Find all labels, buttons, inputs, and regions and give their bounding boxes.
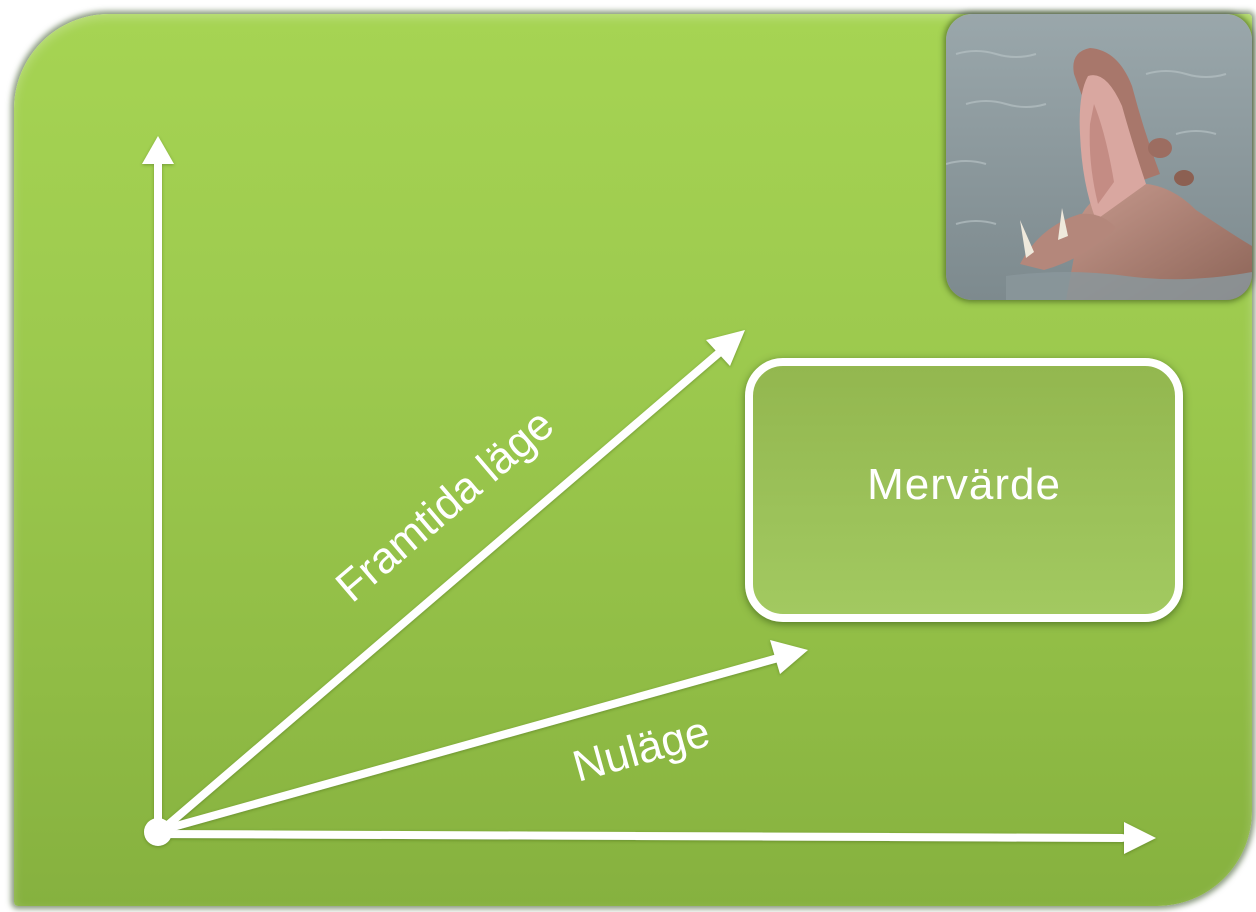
x-axis-arrowhead bbox=[1124, 822, 1156, 854]
value-added-box: Mervärde bbox=[745, 358, 1183, 622]
current-vector-line bbox=[158, 654, 782, 834]
x-axis-line bbox=[154, 830, 1126, 842]
y-axis-arrowhead bbox=[142, 136, 174, 164]
value-added-label: Mervärde bbox=[867, 460, 1061, 509]
future-label: Framtida läge bbox=[327, 400, 563, 612]
current-label: Nuläge bbox=[568, 707, 715, 792]
future-vector-arrowhead bbox=[706, 330, 745, 366]
hippo-icon bbox=[946, 14, 1252, 300]
origin-dot bbox=[144, 818, 172, 846]
future-vector-line bbox=[158, 348, 724, 834]
hippo-photo bbox=[946, 14, 1252, 300]
current-vector-arrowhead bbox=[770, 640, 808, 674]
